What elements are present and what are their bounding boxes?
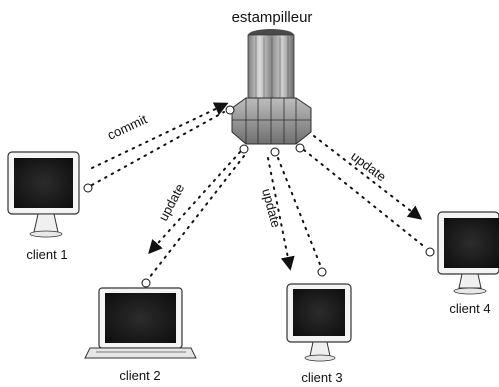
- client-2-port-icon: [141, 278, 151, 288]
- edge-update-client-4: [313, 135, 423, 220]
- client-3-screen: [293, 289, 345, 336]
- client-4-node: [425, 211, 499, 295]
- client-1-screen: [14, 158, 73, 208]
- edge-update-client-2: [148, 151, 241, 255]
- server-port-icon: [295, 143, 305, 153]
- client-3-stand: [309, 341, 331, 357]
- client-1-label: client 1: [26, 247, 67, 262]
- edge-commit-arrow: [91, 102, 229, 169]
- server-base-facets: [232, 98, 311, 144]
- server-node: [225, 29, 312, 157]
- server-port-icon: [270, 147, 280, 157]
- client-1-node: [7, 151, 93, 238]
- client-1-stand: [33, 213, 59, 233]
- edge-update-client-2-label: update: [155, 181, 187, 223]
- client-3-node: [286, 267, 352, 362]
- client-3-port-icon: [317, 267, 327, 277]
- server-tower-body: [247, 34, 295, 101]
- server-base: [231, 97, 312, 145]
- server-port-icon: [225, 105, 235, 115]
- client-1-port-icon: [83, 183, 93, 193]
- client-4-keyboard: [453, 287, 487, 295]
- client-4-port-icon: [425, 247, 435, 257]
- edge-commit-lower: [91, 111, 225, 186]
- client-4-screen: [444, 218, 499, 268]
- client-2-base: [84, 347, 197, 359]
- client-4-label: client 4: [449, 301, 490, 316]
- client-2-node: [84, 278, 197, 359]
- edge-update-client-3-return: [277, 157, 322, 268]
- client-3-label: client 3: [301, 370, 342, 385]
- server-label: estampilleur: [232, 9, 313, 26]
- edge-update-client-3-label: update: [259, 187, 284, 229]
- client-4-stand: [458, 273, 482, 289]
- client-2-screen: [105, 293, 176, 343]
- edge-update-client-2-return: [148, 155, 245, 279]
- client-1-keyboard: [29, 230, 63, 238]
- server-port-icon: [239, 144, 249, 154]
- edge-commit-label: commit: [105, 111, 150, 142]
- client-2-label: client 2: [119, 368, 160, 383]
- client-3-keyboard: [304, 354, 336, 362]
- server-tower-ribs: [255, 36, 289, 100]
